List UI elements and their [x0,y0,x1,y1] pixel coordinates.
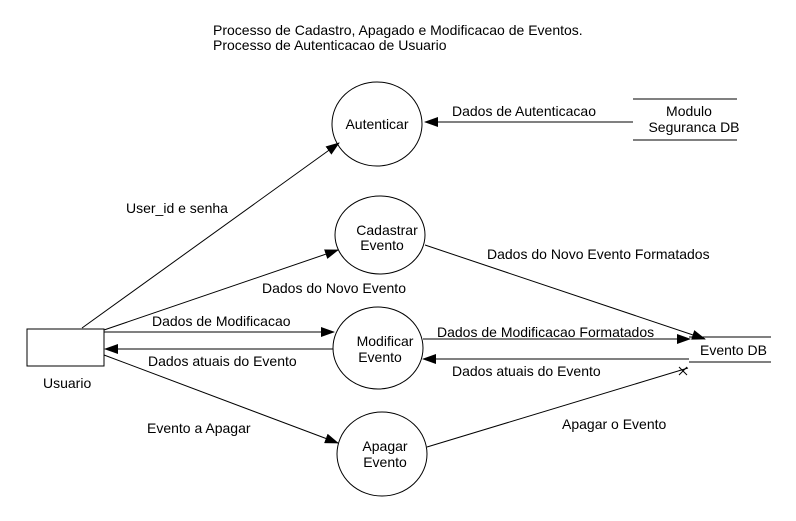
process-apagar-label-2: Evento [363,454,407,470]
title-line-1: Processo de Cadastro, Apagado e Modifica… [213,22,583,38]
process-modificar-label-1: Modificar [357,333,414,349]
flow-evento-apagar-arrow [103,354,339,444]
flow-userid-arrow [81,142,340,329]
flow-novo-evento-formatados-label: Dados do Novo Evento Formatados [487,246,710,262]
process-cadastrar-label-1: Cadastrar [356,222,418,238]
flow-dados-atuais-usuario-label: Dados atuais do Evento [148,353,297,369]
evento-db-label: Evento DB [700,342,767,358]
flow-apagar-evento-label: Apagar o Evento [562,416,667,432]
process-autenticar-label: Autenticar [345,116,408,132]
process-modificar [332,306,424,390]
usuario-entity-box [26,328,105,367]
process-cadastrar-label-2: Evento [360,237,404,253]
flow-apagar-evento-x2 [678,366,688,376]
flow-modificacao-formatados-label: Dados de Modificacao Formatados [437,324,654,340]
flow-evento-apagar-label: Evento a Apagar [147,420,251,436]
flow-dados-novo-evento-arrow [103,249,339,331]
process-autenticar [331,81,423,167]
title-line-2: Processo de Autenticacao de Usuario [213,37,447,53]
flow-dados-novo-evento-label: Dados do Novo Evento [262,280,406,296]
flow-dados-atuais-db-label: Dados atuais do Evento [452,363,601,379]
process-apagar [336,411,428,497]
process-apagar-label-1: Apagar [362,438,407,454]
flow-novo-evento-formatados-arrow [424,244,706,340]
modulo-db-label-1: Modulo [666,103,712,119]
flow-apagar-evento-line [426,367,689,448]
flow-userid-label: User_id e senha [126,200,228,216]
flow-dados-autenticacao-label: Dados de Autenticacao [452,103,596,119]
modulo-db-label-2: Seguranca DB [648,119,739,135]
process-modificar-label-2: Evento [358,349,402,365]
flow-dados-modificacao-label: Dados de Modificacao [152,313,291,329]
process-cadastrar [334,195,426,275]
usuario-label: Usuario [43,375,91,391]
